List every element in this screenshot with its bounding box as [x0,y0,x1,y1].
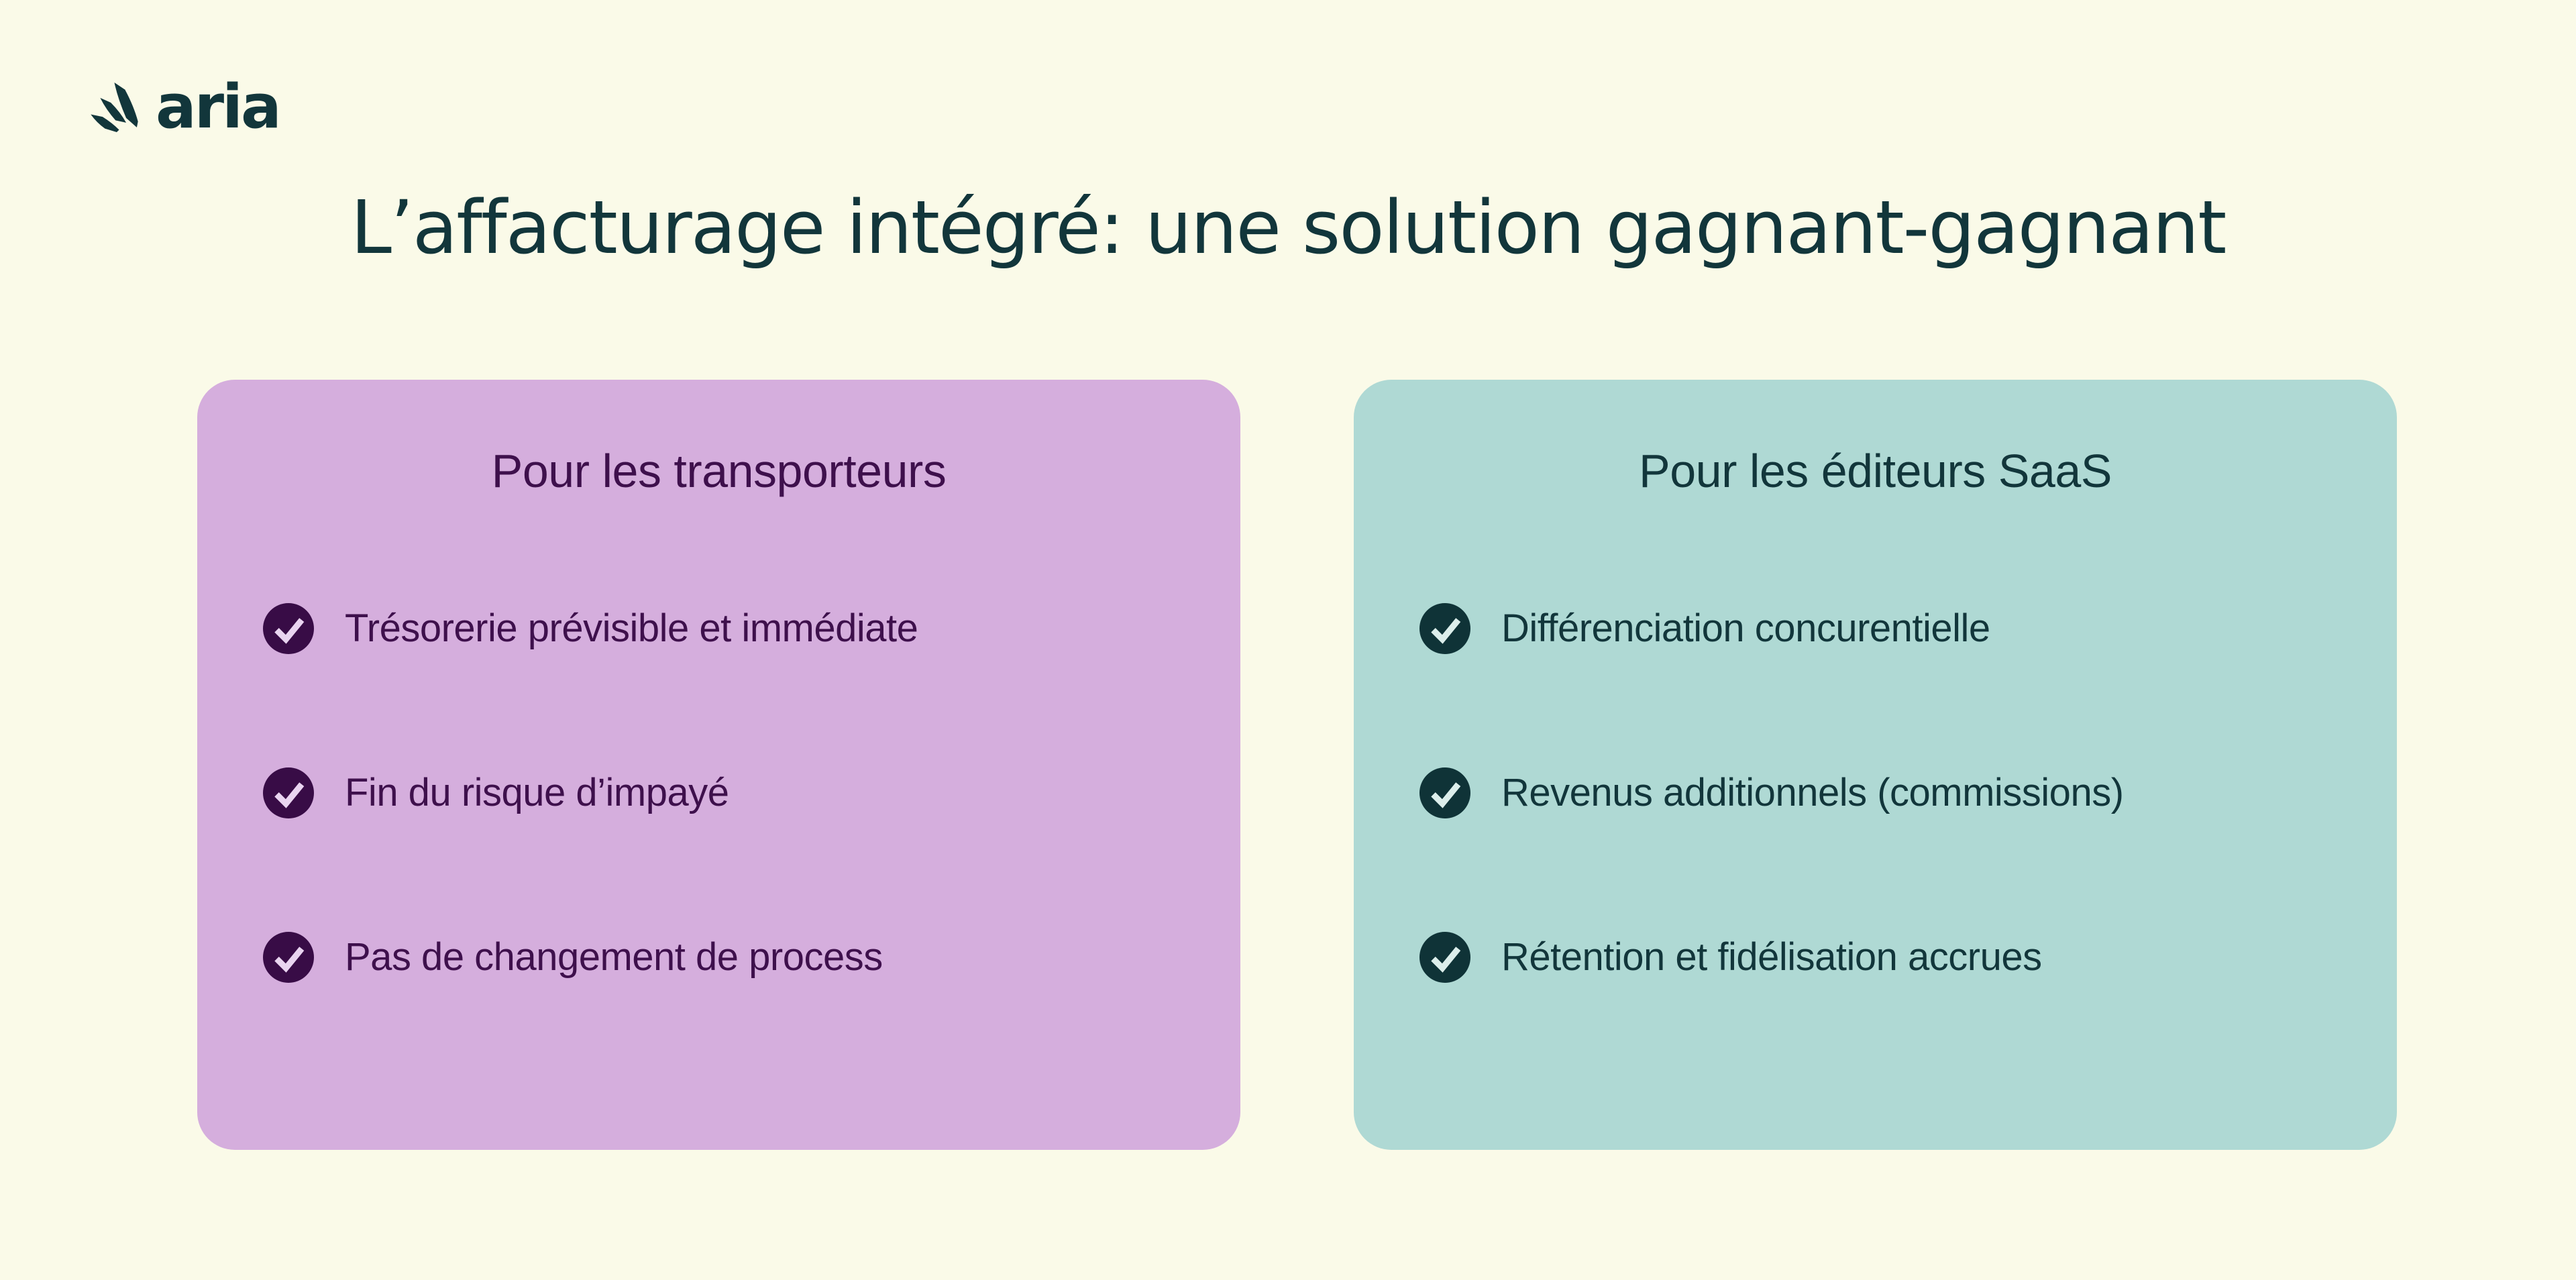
benefit-item: Fin du risque d’impayé [263,767,1240,818]
check-icon [263,603,314,654]
card-items-transporteurs: Trésorerie prévisible et immédiate Fin d… [197,603,1240,983]
benefit-label: Trésorerie prévisible et immédiate [345,606,918,650]
brand-logo: aria [86,72,282,142]
card-items-editeurs-saas: Différenciation concurentielle Revenus a… [1354,603,2397,983]
benefit-label: Différenciation concurentielle [1501,606,1990,650]
benefit-item: Rétention et fidélisation accrues [1419,932,2397,983]
card-title-transporteurs: Pour les transporteurs [491,445,947,497]
page-title: L’affacturage intégré: une solution gagn… [350,184,2227,270]
benefit-item: Trésorerie prévisible et immédiate [263,603,1240,654]
check-icon [263,932,314,983]
brand-name: aria [156,72,282,142]
benefit-label: Pas de changement de process [345,935,883,979]
check-icon [1419,932,1470,983]
benefit-label: Fin du risque d’impayé [345,771,729,814]
benefit-label: Rétention et fidélisation accrues [1501,935,2042,979]
check-icon [263,767,314,818]
card-transporteurs: Pour les transporteurs Trésorerie prévis… [197,380,1240,1150]
check-icon [1419,767,1470,818]
card-title-editeurs-saas: Pour les éditeurs SaaS [1639,445,2112,497]
bird-wing-icon [91,83,138,132]
check-icon [1419,603,1470,654]
benefit-item: Différenciation concurentielle [1419,603,2397,654]
benefit-label: Revenus additionnels (commissions) [1501,771,2124,814]
benefit-item: Revenus additionnels (commissions) [1419,767,2397,818]
benefit-item: Pas de changement de process [263,932,1240,983]
card-editeurs-saas: Pour les éditeurs SaaS Différenciation c… [1354,380,2397,1150]
benefits-cards: Pour les transporteurs Trésorerie prévis… [197,380,2397,1150]
